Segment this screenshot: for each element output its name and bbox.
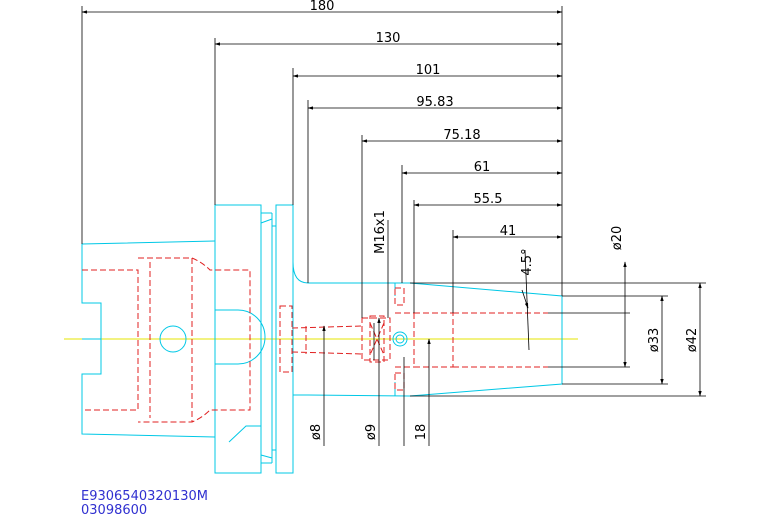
dim-130: 130	[376, 31, 401, 46]
dim-18: 18	[414, 424, 429, 441]
bottom-dimensions	[322, 220, 431, 446]
dim-61: 61	[474, 160, 491, 175]
dim-dia-8: ø8	[309, 424, 324, 440]
dim-75-18: 75.18	[443, 128, 480, 143]
dimension-lines	[81, 10, 563, 239]
part-code: E9306540320130M	[81, 489, 208, 504]
dim-101: 101	[416, 63, 441, 78]
dim-dia-20: ø20	[610, 226, 625, 251]
dim-180: 180	[310, 0, 335, 14]
part-number: 03098600	[81, 503, 148, 518]
dim-thread: M16x1	[373, 210, 388, 254]
holder-outline	[81, 204, 563, 474]
diameter-dimensions	[410, 249, 706, 397]
dim-dia-33: ø33	[647, 328, 662, 353]
dim-55-5: 55.5	[474, 192, 503, 207]
hidden-lines	[82, 257, 548, 423]
dim-95-83: 95.83	[416, 95, 453, 110]
dim-angle: 4.5°	[520, 248, 535, 275]
dim-dia-42: ø42	[685, 328, 700, 353]
dim-dia-9: ø9	[364, 424, 379, 440]
dim-41: 41	[500, 224, 517, 239]
extension-lines	[81, 6, 563, 318]
bore-circles	[159, 325, 408, 353]
